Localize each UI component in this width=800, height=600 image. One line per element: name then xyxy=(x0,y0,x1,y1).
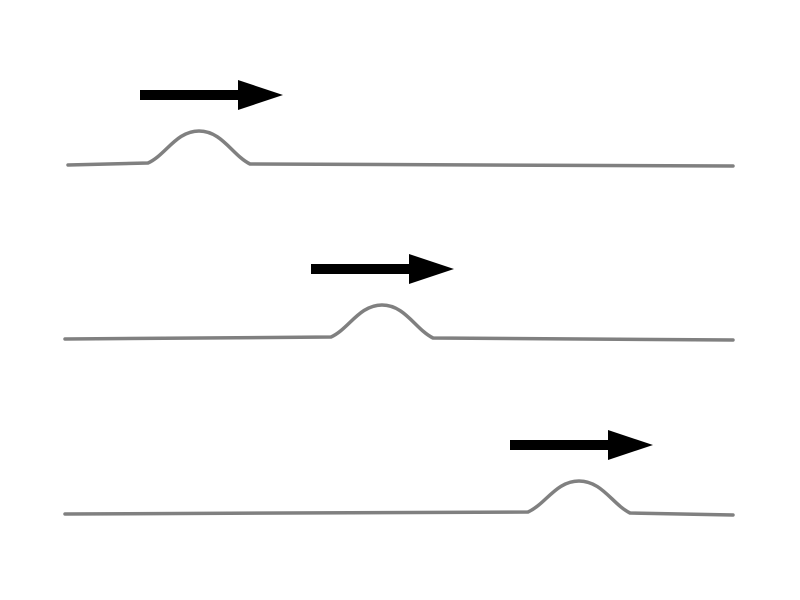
direction-arrow-shaft xyxy=(140,90,240,100)
direction-arrow-shaft xyxy=(510,440,610,450)
direction-arrow-head xyxy=(608,430,653,460)
direction-arrow-head xyxy=(238,80,283,110)
frame-3 xyxy=(63,430,735,517)
rope-with-pulse xyxy=(63,303,735,342)
direction-arrow-head xyxy=(409,254,454,284)
frames-group xyxy=(63,80,735,517)
frame-1 xyxy=(66,80,735,168)
direction-arrow-shaft xyxy=(311,264,411,274)
frame-2 xyxy=(63,254,735,342)
rope-with-pulse xyxy=(66,129,735,168)
rope-with-pulse xyxy=(63,479,735,517)
